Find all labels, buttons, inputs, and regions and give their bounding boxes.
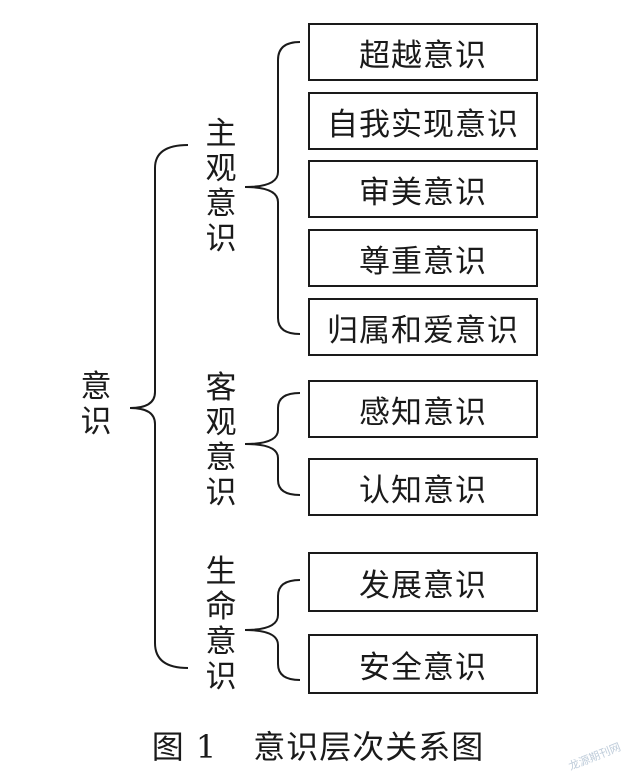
root-label-char: 识 <box>80 404 112 440</box>
group-label-char: 生 <box>205 554 237 590</box>
figure-number: 图 1 <box>151 728 218 766</box>
node-box: 尊重意识 <box>308 229 538 287</box>
group-label-char: 观 <box>205 151 237 187</box>
group1-bracket <box>244 41 301 335</box>
group-label-char: 主 <box>205 116 237 152</box>
group-label-char: 识 <box>205 221 237 257</box>
group-label-char: 客 <box>205 370 237 406</box>
group-label-char: 命 <box>205 589 237 625</box>
group3-bracket <box>244 579 301 681</box>
group-label-life: 生 命 意 识 <box>203 555 239 695</box>
node-box: 自我实现意识 <box>308 92 538 150</box>
group-label-char: 意 <box>205 440 237 476</box>
root-bracket <box>129 144 189 669</box>
node-box: 审美意识 <box>308 160 538 218</box>
group-label-char: 观 <box>205 405 237 441</box>
node-box: 超越意识 <box>308 23 538 81</box>
root-label-char: 意 <box>80 369 112 405</box>
group-label-objective: 客 观 意 识 <box>203 371 239 511</box>
group-label-char: 识 <box>205 475 237 511</box>
node-box: 安全意识 <box>308 634 538 694</box>
node-box: 感知意识 <box>308 380 538 438</box>
figure-title: 意识层次关系图 <box>253 728 485 766</box>
group-label-char: 识 <box>205 659 237 695</box>
root-label: 意 识 <box>78 370 114 440</box>
node-box: 认知意识 <box>308 458 538 516</box>
group-label-char: 意 <box>205 186 237 222</box>
figure-caption: 图 1 意识层次关系图 <box>0 722 630 768</box>
group2-bracket <box>244 392 301 496</box>
node-box: 发展意识 <box>308 552 538 612</box>
group-label-subjective: 主 观 意 识 <box>203 117 239 257</box>
group-label-char: 意 <box>205 624 237 660</box>
node-box: 归属和爱意识 <box>308 298 538 356</box>
